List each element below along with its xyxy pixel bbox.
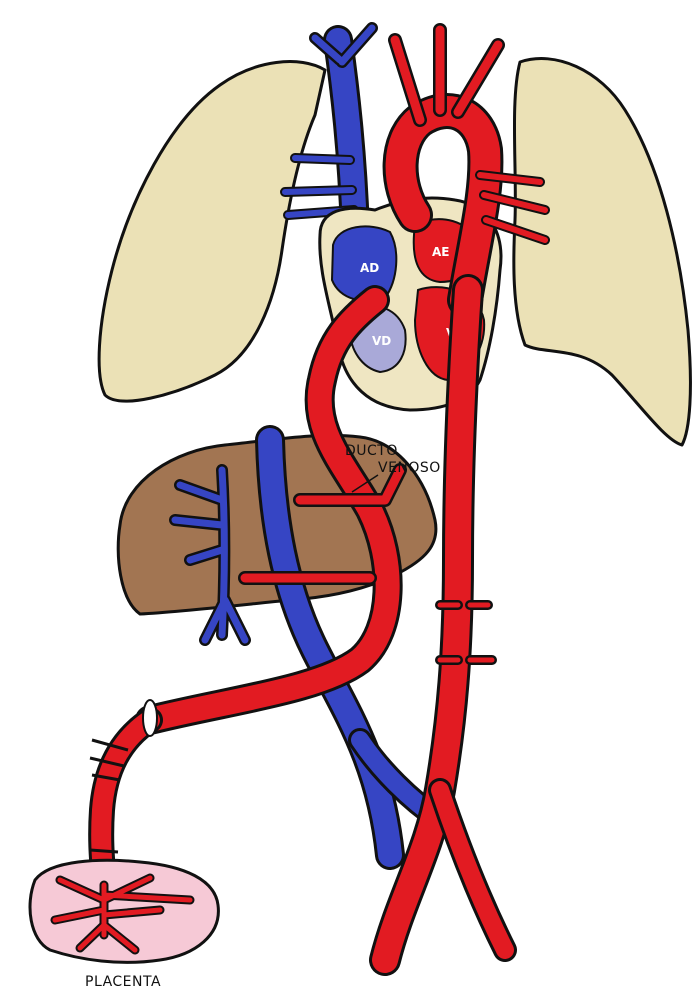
label-ductus-line2: VENOSO	[378, 460, 441, 476]
label-left-atrium: AE	[432, 245, 449, 259]
left-lung	[514, 59, 691, 445]
label-right-atrium: AD	[360, 261, 379, 275]
label-right-ventricle: VD	[372, 334, 391, 348]
right-lung	[99, 62, 325, 402]
placenta	[30, 860, 218, 962]
label-ductus-line1: DUCTO	[345, 443, 398, 459]
label-placenta: PLACENTA	[85, 974, 161, 990]
